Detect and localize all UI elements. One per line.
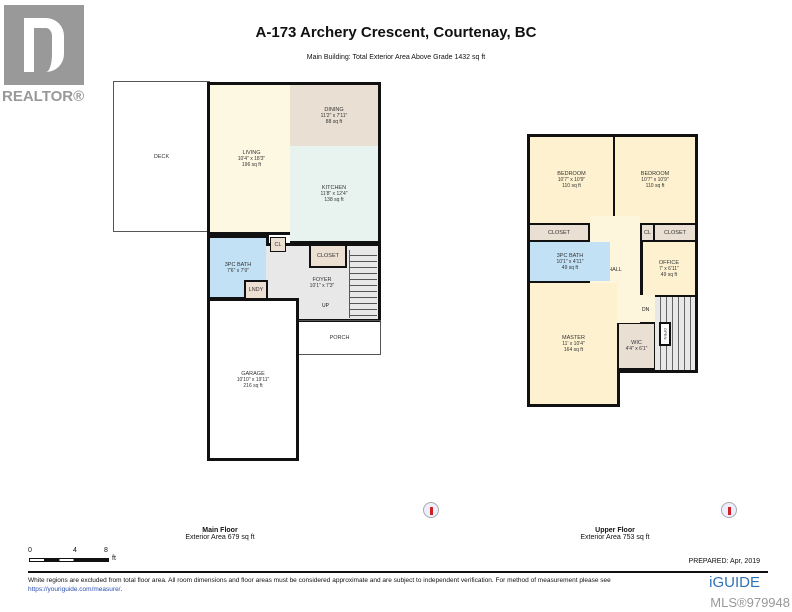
- room-deck: DECK: [113, 81, 210, 232]
- measure-link[interactable]: https://youriguide.com/measure/: [28, 586, 121, 593]
- room-closet-1: CLOSET: [530, 225, 588, 240]
- room-laundry: LNDY: [244, 280, 268, 300]
- room-cl: CL: [270, 237, 286, 252]
- iguide-logo: iGUIDE: [709, 574, 760, 591]
- scale-bar: 0 4 8 ft: [28, 547, 116, 562]
- compass-icon: [423, 502, 439, 518]
- room-closet: CLOSET: [309, 244, 347, 268]
- stairs-up-label: UP: [322, 303, 329, 309]
- realtor-logo: REALTOR®: [0, 0, 92, 108]
- stairs: [349, 250, 377, 318]
- room-closet-2: CLOSET: [655, 225, 695, 240]
- compass-icon: [721, 502, 737, 518]
- footer-divider: [28, 571, 768, 573]
- stairs-open-label: OPEN: [659, 322, 671, 346]
- footer-disclaimer: White regions are excluded from total fl…: [28, 577, 611, 593]
- room-cl-upper: CL: [642, 225, 653, 240]
- prepared-date: PREPARED: Apr, 2019: [688, 558, 760, 565]
- upper-cutout: [620, 373, 698, 408]
- stairs-down-label: DN: [642, 307, 650, 313]
- page-title: A-173 Archery Crescent, Courtenay, BC: [255, 24, 537, 41]
- mls-number: MLS®979948: [710, 595, 790, 610]
- page-subtitle: Main Building: Total Exterior Area Above…: [306, 54, 486, 61]
- hall-lower: [610, 295, 655, 322]
- room-porch: PORCH: [298, 320, 381, 355]
